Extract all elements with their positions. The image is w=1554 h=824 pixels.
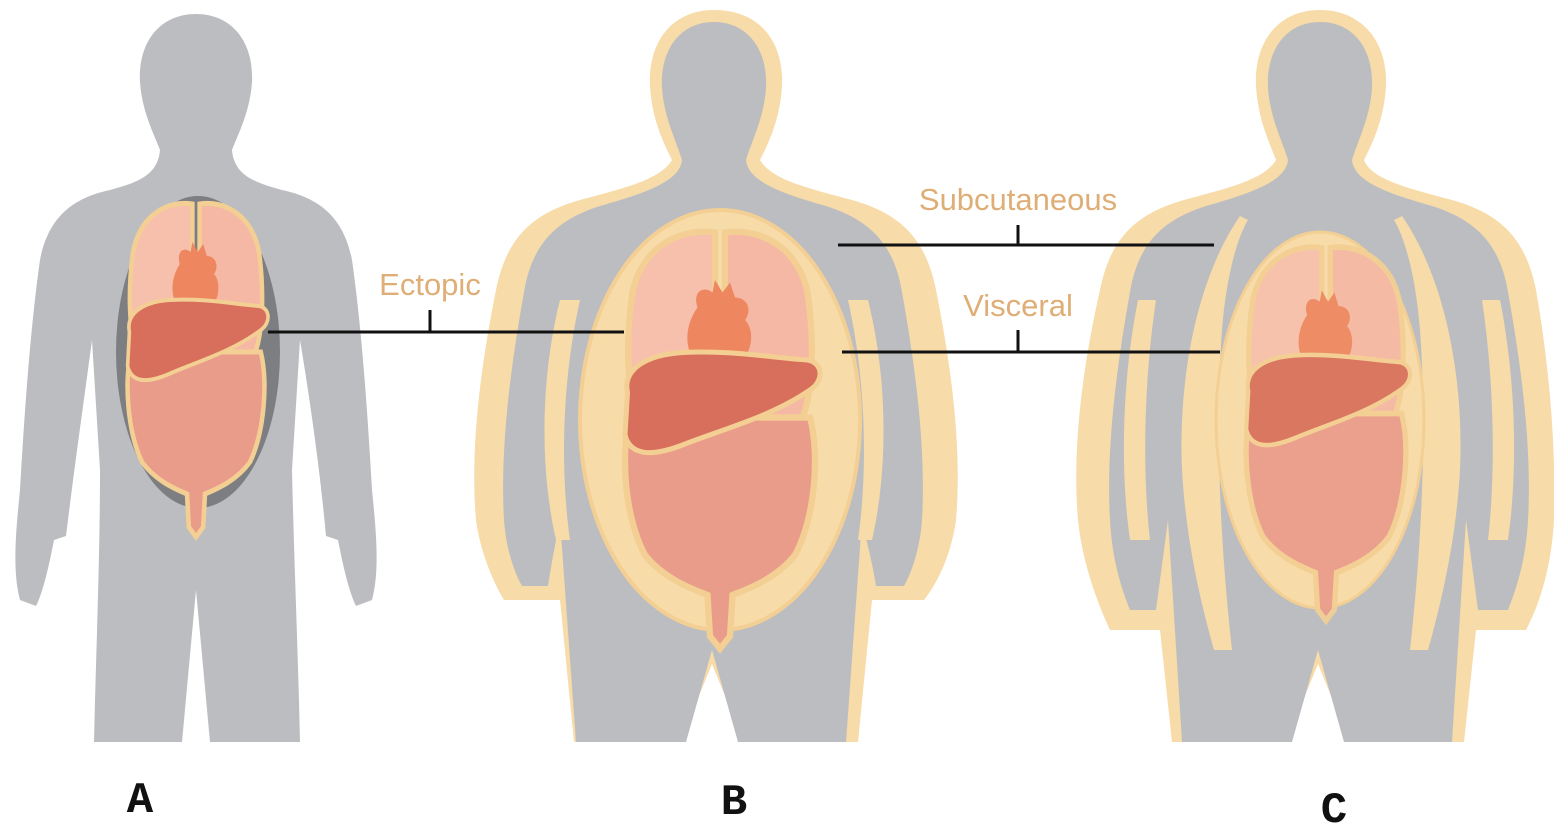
figure-b xyxy=(474,10,958,742)
figure-a xyxy=(15,14,376,742)
panel-label-a: A xyxy=(127,776,154,824)
subcutaneous-label: Subcutaneous xyxy=(919,182,1117,217)
visceral-label: Visceral xyxy=(963,288,1073,323)
ectopic-label: Ectopic xyxy=(379,267,481,302)
figure-c xyxy=(1076,10,1554,742)
panel-label-c: C xyxy=(1321,786,1347,824)
panel-label-b: B xyxy=(721,778,747,824)
